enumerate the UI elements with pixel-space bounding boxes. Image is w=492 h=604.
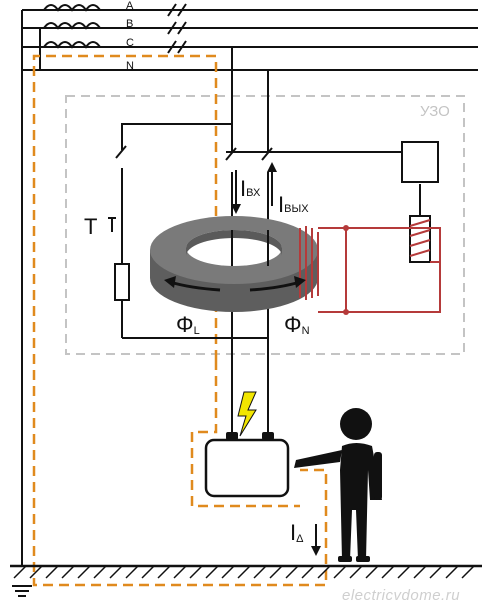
winding-node-bottom: [343, 309, 349, 315]
leakage-path: [32, 54, 328, 587]
supply-lines: [21, 9, 478, 566]
current-in-arrowhead: [231, 204, 241, 214]
current-in-label: IВХ: [240, 176, 261, 201]
ground-hatch: [13, 565, 475, 579]
current-arrows: [235, 170, 273, 206]
flux-l-arrowhead: [164, 276, 176, 288]
ground-symbol: [12, 585, 32, 597]
phase-coils: [43, 4, 101, 49]
winding-node-top: [343, 225, 349, 231]
test-button-label: Т: [84, 214, 97, 239]
test-resistor: [114, 263, 130, 301]
terminal-phase: [226, 432, 238, 440]
flux-l-label: ΦL: [176, 312, 200, 337]
flux-n-label: ΦN: [284, 312, 310, 337]
leakage-arrowhead: [311, 546, 321, 556]
trip-relay: [401, 141, 439, 183]
watermark: electricvdome.ru: [342, 587, 460, 604]
lightning-bolt-icon: [237, 391, 257, 437]
leakage-current-label: IΔ: [290, 520, 304, 545]
phase-a-label: A: [126, 0, 134, 12]
current-out-arrowhead: [267, 162, 277, 172]
phase-c-label: C: [126, 37, 134, 49]
secondary-winding: [299, 226, 441, 313]
main-switch: [167, 3, 187, 54]
rcd-housing: [65, 95, 465, 355]
neutral-label: N: [126, 60, 134, 72]
conductors: [115, 47, 421, 434]
rcd-label: УЗО: [420, 103, 450, 120]
current-out-label: IВЫХ: [278, 192, 309, 217]
test-button: [108, 217, 116, 232]
conductors-through-core: [231, 230, 269, 266]
person-silhouette: [294, 408, 382, 562]
toroidal-core: [150, 216, 318, 312]
load-appliance: [204, 438, 290, 498]
solenoid-winding: [409, 219, 431, 257]
terminal-neutral: [262, 432, 274, 440]
flux-n-arrowhead: [294, 276, 306, 288]
phase-b-label: B: [126, 18, 133, 30]
